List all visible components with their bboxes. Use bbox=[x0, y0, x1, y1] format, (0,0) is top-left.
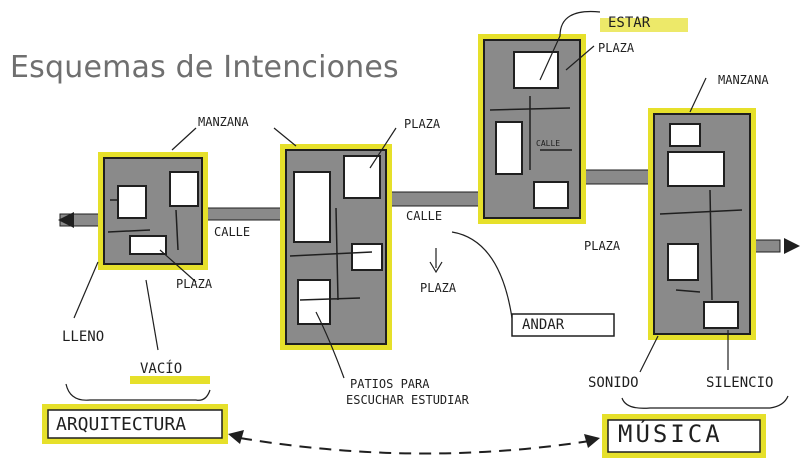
block-2 bbox=[280, 144, 392, 350]
street-arrow-left bbox=[58, 212, 74, 228]
label-musica: MÚSICA bbox=[618, 420, 723, 448]
label-plaza-right: PLAZA bbox=[584, 239, 621, 253]
label-plaza-left-bottom: PLAZA bbox=[176, 277, 213, 291]
label-calle-left: CALLE bbox=[214, 225, 251, 239]
label-estar: ESTAR bbox=[608, 15, 651, 31]
page-title: Esquemas de Intenciones bbox=[10, 50, 399, 85]
street-arrow-right bbox=[784, 238, 800, 254]
label-andar: ANDAR bbox=[522, 317, 565, 333]
label-patios-line1: PATIOS PARA bbox=[350, 377, 430, 391]
svg-text:CALLE: CALLE bbox=[536, 139, 560, 148]
label-arquitectura: ARQUITECTURA bbox=[56, 414, 187, 435]
label-vacio: VACÍO bbox=[140, 361, 183, 377]
label-lleno: LLENO bbox=[62, 329, 105, 345]
label-manzana-right: MANZANA bbox=[718, 73, 769, 87]
label-highlights bbox=[42, 18, 766, 458]
label-plaza-top: PLAZA bbox=[598, 41, 635, 55]
block-3: CALLE bbox=[478, 34, 586, 224]
label-patios-line2: ESCUCHAR ESTUDIAR bbox=[346, 393, 469, 407]
dashed-arrow bbox=[228, 430, 600, 455]
block-4 bbox=[648, 108, 756, 340]
label-calle-center: CALLE bbox=[406, 209, 443, 223]
label-sonido: SONIDO bbox=[588, 375, 639, 391]
label-plaza-left-top: PLAZA bbox=[404, 117, 441, 131]
block-1 bbox=[98, 152, 208, 270]
label-manzana-left: MANZANA bbox=[198, 115, 249, 129]
label-plaza-center: PLAZA bbox=[420, 281, 457, 295]
label-silencio: SILENCIO bbox=[706, 375, 774, 391]
pointer-lines bbox=[65, 10, 789, 409]
